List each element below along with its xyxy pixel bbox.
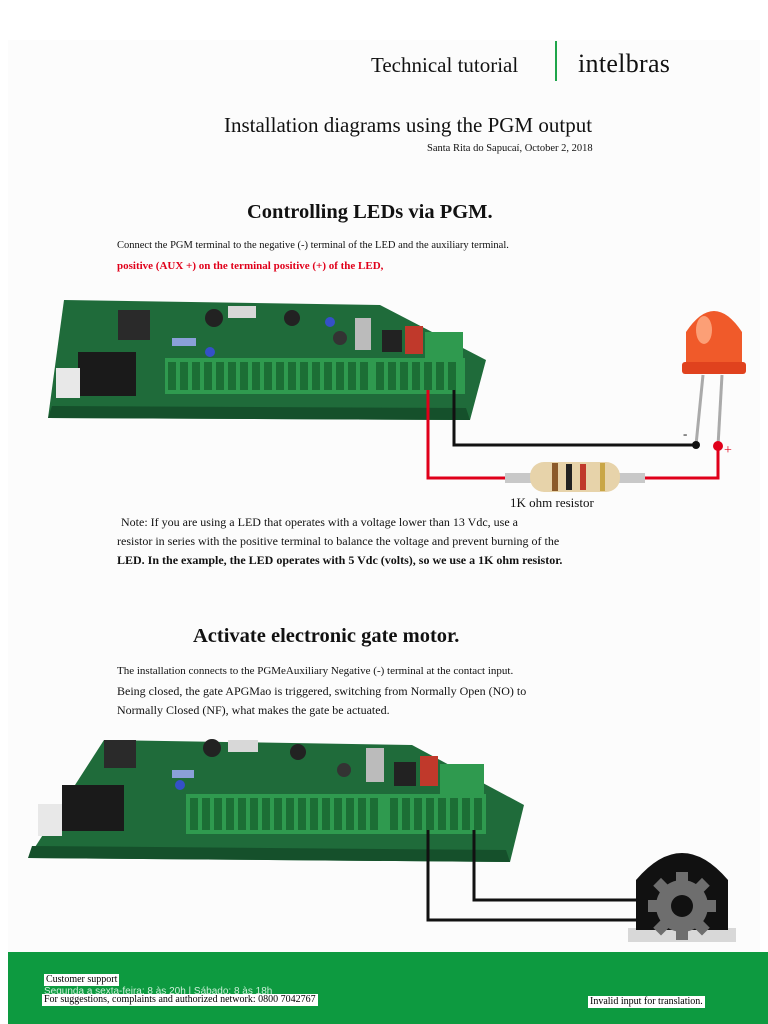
resistor-icon [505, 462, 645, 492]
brand-logo: intelbras [578, 49, 671, 78]
section2-line2: Being closed, the gate APGMao is trigger… [117, 684, 527, 698]
note-line2: resistor in series with the positive ter… [117, 534, 560, 548]
translation-note: Invalid input for translation. [588, 996, 705, 1008]
customer-support-label: Customer support [44, 974, 120, 986]
section1-line1: Connect the PGM terminal to the negative… [117, 240, 509, 251]
header-title: Technical tutorial [371, 53, 519, 77]
resistor-label: 1K ohm resistor [510, 495, 594, 510]
note-line3: LED. In the example, the LED operates wi… [117, 553, 563, 567]
aux-negative-gate-wire [472, 830, 644, 902]
alarm-board-1 [48, 300, 486, 420]
note-line1: Note: If you are using a LED that operat… [121, 515, 518, 529]
section1-line2: positive (AUX +) on the terminal positiv… [117, 260, 384, 272]
section2-line3: Normally Closed (NF), what makes the gat… [117, 703, 390, 717]
header-divider [555, 41, 557, 81]
pgm-gate-wire [426, 830, 644, 922]
document-date: Santa Rita do Sapucaí, October 2, 2018 [427, 143, 593, 154]
document-title: Installation diagrams using the PGM outp… [223, 113, 593, 137]
section1-heading: Controlling LEDs via PGM. [247, 201, 493, 223]
footer-bar: Customer support Segunda a sexta-feira: … [8, 952, 768, 1024]
suggestions-line: For suggestions, complaints and authoriz… [42, 994, 318, 1006]
led-plus-label: + [724, 443, 732, 458]
support-hours: Segunda a sexta-feira: 8 às 20h | Sábado… [44, 986, 273, 997]
section2-line1: The installation connects to the PGMeAux… [117, 665, 514, 677]
section2-heading: Activate electronic gate motor. [193, 625, 460, 647]
pgm-wire [452, 390, 696, 447]
gate-motor-gear-icon [628, 853, 736, 942]
led-minus-label: - [683, 426, 688, 441]
led-icon [682, 311, 746, 451]
alarm-board-2 [28, 739, 524, 862]
